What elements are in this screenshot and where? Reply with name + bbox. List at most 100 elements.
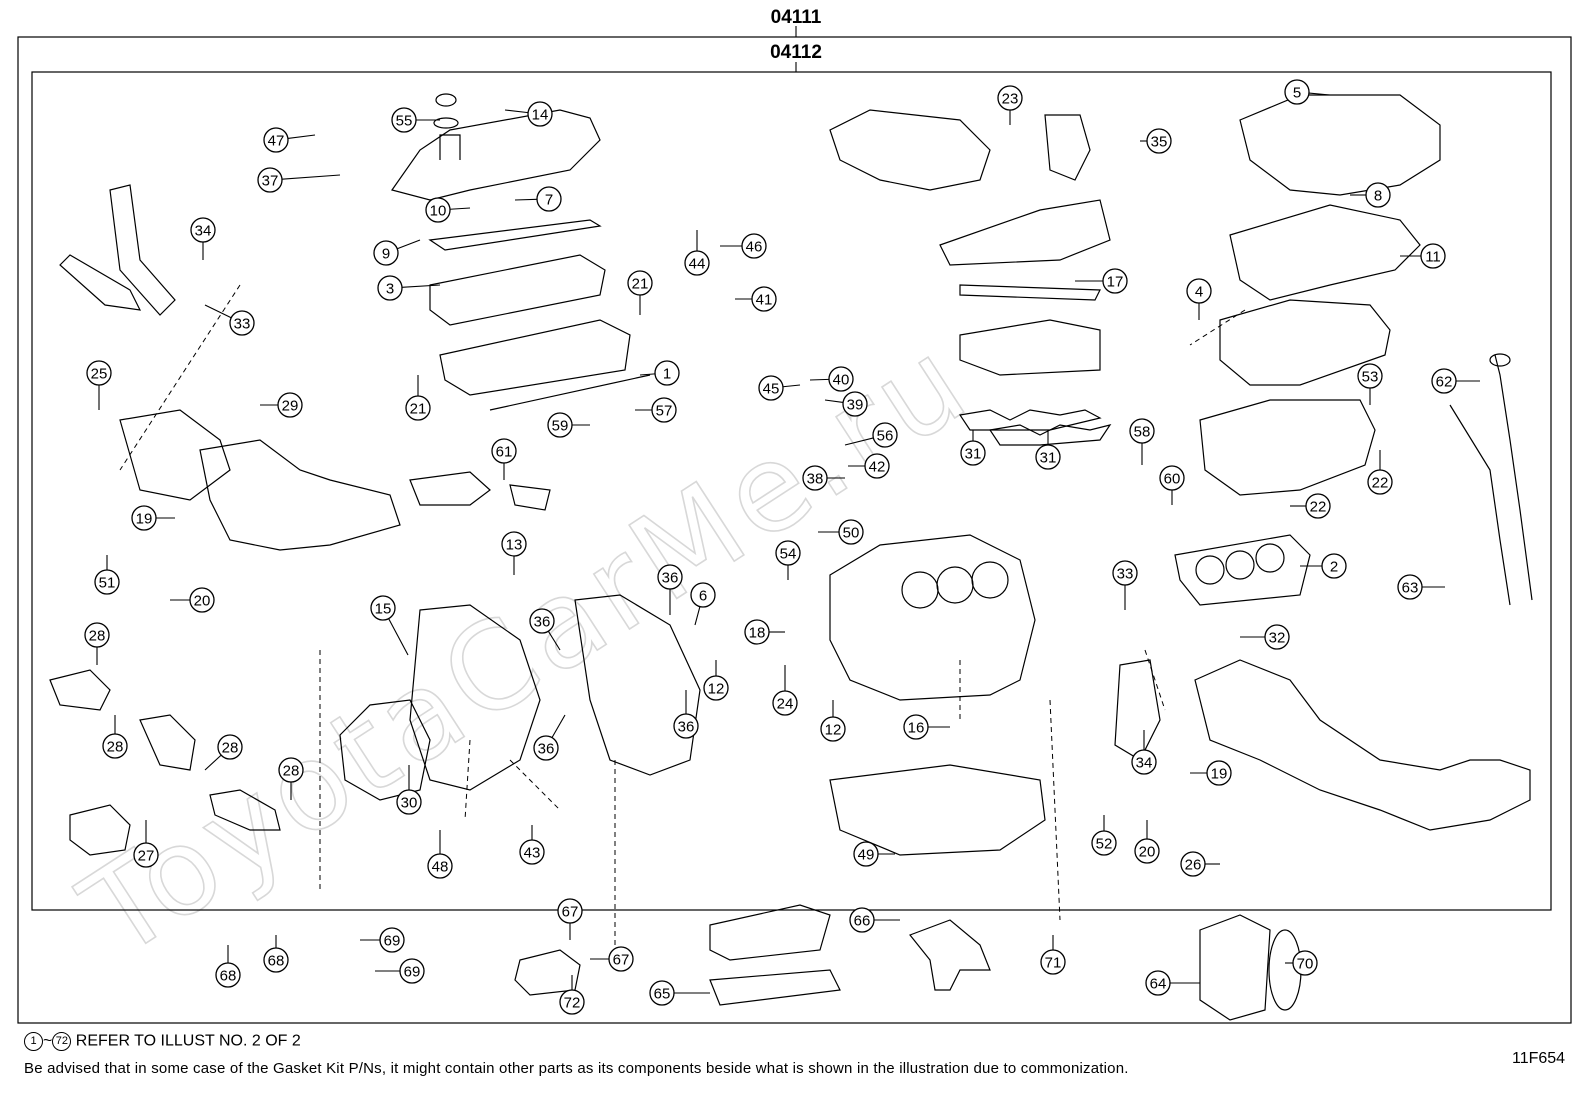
callout-circle [690, 582, 716, 608]
callout-24: 24 [772, 665, 798, 716]
callout-number: 60 [1164, 471, 1181, 488]
callout-number: 57 [656, 403, 673, 420]
callout-40: 40 [809, 366, 854, 392]
callout-44: 44 [684, 230, 710, 276]
callout-number: 47 [268, 133, 285, 150]
gasket-kit-note: Be advised that in some case of the Gask… [24, 1060, 1129, 1077]
callout-number: 68 [268, 953, 285, 970]
callout-41: 41 [735, 286, 777, 312]
callout-leader [388, 618, 409, 656]
callout-20: 20 [170, 587, 215, 613]
callout-19: 19 [131, 505, 175, 531]
callout-number: 41 [756, 292, 773, 309]
callout-number: 28 [89, 628, 106, 645]
callout-number: 14 [532, 107, 549, 124]
kit-04111-frame [17, 36, 1572, 1024]
callout-number: 7 [545, 192, 553, 209]
callout-11: 11 [1400, 243, 1446, 269]
callout-number: 69 [384, 933, 401, 950]
callout-12: 12 [820, 700, 846, 742]
callout-number: 64 [1150, 976, 1167, 993]
callout-number: 49 [858, 847, 875, 864]
callout-33: 33 [204, 304, 255, 336]
callout-number: 17 [1107, 274, 1124, 291]
callout-circle [703, 675, 729, 701]
callout-68: 68 [215, 945, 241, 988]
callout-20: 20 [1134, 820, 1160, 864]
callout-circle [1397, 574, 1423, 600]
callout-circle [654, 360, 680, 386]
callout-9: 9 [373, 239, 421, 266]
callout-12: 12 [703, 660, 729, 701]
callout-circle [547, 412, 573, 438]
callout-number: 28 [107, 739, 124, 756]
callout-circle [684, 250, 710, 276]
callout-21: 21 [405, 375, 431, 421]
callout-58: 58 [1129, 418, 1155, 465]
callout-6: 6 [690, 582, 716, 626]
callout-circle [391, 107, 417, 133]
callout-54: 54 [775, 540, 801, 580]
callout-48: 48 [427, 830, 453, 879]
callout-circle [263, 947, 289, 973]
callout-38: 38 [802, 465, 845, 491]
part-sketches [49, 93, 1533, 1021]
callout-10: 10 [425, 197, 471, 223]
callout-circle [1102, 268, 1128, 294]
callout-circle [425, 197, 451, 223]
callout-number: 42 [869, 459, 886, 476]
callout-3: 3 [377, 275, 441, 301]
ref-start-circle: 1 [24, 1032, 43, 1051]
callout-circle [133, 842, 159, 868]
callout-39: 39 [824, 391, 868, 417]
callout-number: 36 [678, 719, 695, 736]
callout-36: 36 [673, 690, 699, 739]
callout-31: 31 [960, 430, 986, 466]
callout-62: 62 [1431, 368, 1480, 394]
callout-circle [1112, 560, 1138, 586]
callout-number: 72 [564, 995, 581, 1012]
callout-circle [399, 958, 425, 984]
callout-circle [229, 310, 255, 336]
callout-circle [559, 989, 585, 1015]
callout-leader [401, 284, 441, 288]
callout-leader [694, 606, 701, 626]
callout-34: 34 [1131, 730, 1157, 775]
callout-7: 7 [514, 186, 562, 212]
callout-circle [519, 839, 545, 865]
callout-number: 68 [220, 968, 237, 985]
callout-36: 36 [657, 564, 683, 615]
callout-circle [751, 286, 777, 312]
callout-circle [1186, 278, 1212, 304]
callout-circle [1180, 851, 1206, 877]
callout-16: 16 [903, 714, 950, 740]
callout-69: 69 [360, 927, 405, 953]
callout-number: 5 [1293, 85, 1301, 102]
callout-number: 24 [777, 696, 794, 713]
callout-circle [131, 505, 157, 531]
callout-65: 65 [649, 980, 710, 1006]
callout-number: 30 [401, 795, 418, 812]
callout-circle [775, 540, 801, 566]
callout-49: 49 [853, 841, 895, 867]
callout-circle [838, 519, 864, 545]
callout-number: 28 [283, 763, 300, 780]
callout-18: 18 [744, 619, 785, 645]
callout-circle [627, 270, 653, 296]
callout-69: 69 [375, 958, 425, 984]
callout-number: 45 [763, 381, 780, 398]
callout-circle [84, 622, 110, 648]
callout-leader [287, 134, 316, 140]
kit-04112-frame [31, 71, 1552, 911]
callout-circle [533, 735, 559, 761]
callout-47: 47 [263, 127, 316, 153]
callout-number: 50 [843, 525, 860, 542]
callout-66: 66 [849, 907, 900, 933]
callout-circle [405, 395, 431, 421]
callout-34: 34 [190, 217, 216, 260]
callout-13: 13 [501, 531, 527, 575]
callout-circle [849, 907, 875, 933]
callout-circle [1431, 368, 1457, 394]
callout-number: 58 [1134, 424, 1151, 441]
